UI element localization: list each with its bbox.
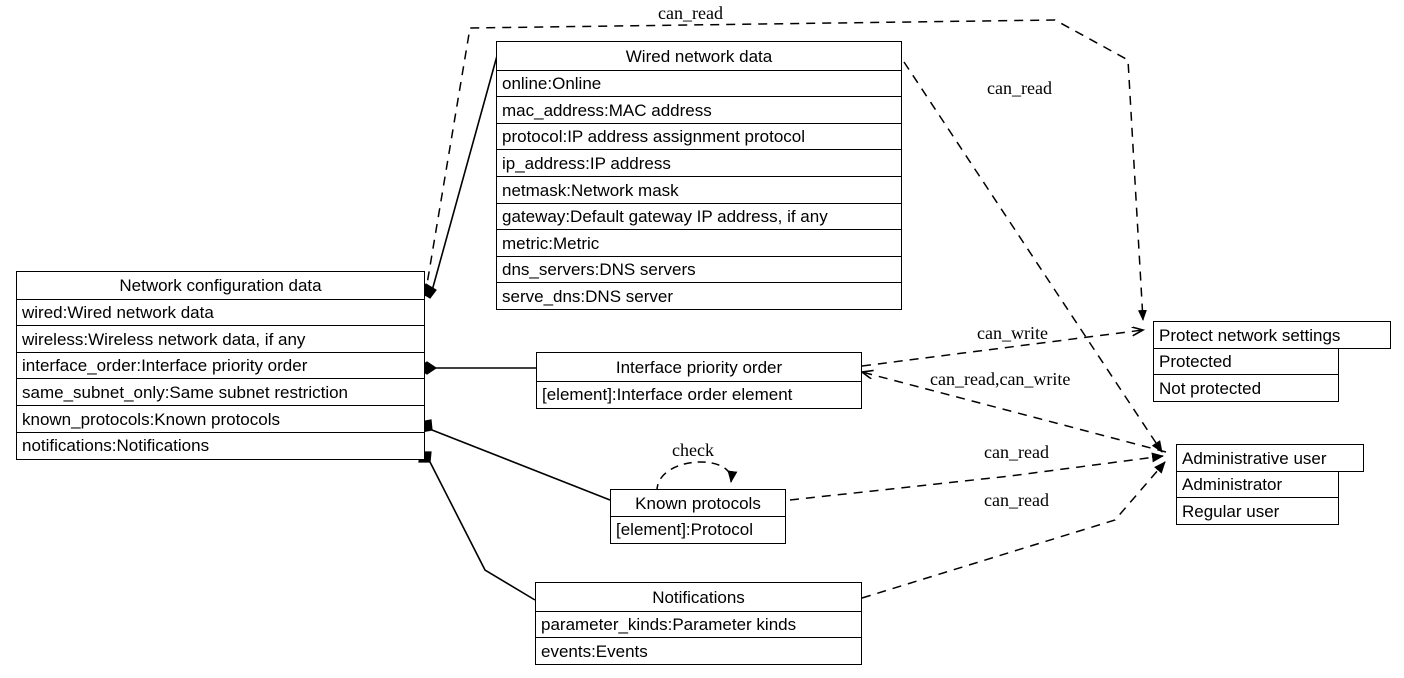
edge-composition-known-protocols [419, 419, 611, 501]
class-attr-netmask: netmask:Network mask [496, 176, 902, 205]
class-attr-events: events:Events [535, 637, 862, 666]
class-attr-interface-order-element: [element]:Interface order element [536, 380, 862, 409]
edge-label-can-read-upper-right: can_read [987, 78, 1052, 98]
edge-label-can-read-can-write: can_read,can_write [930, 369, 1071, 389]
class-box-protect-network-settings[interactable]: Protect network settings Protected Not p… [1153, 321, 1391, 403]
class-box-wired-network-data[interactable]: Wired network data online:Online mac_add… [496, 41, 902, 311]
edge-dependency-wired-to-admin [903, 61, 1163, 453]
edge-composition-notifications [418, 451, 536, 601]
edge-label-can-read-lower: can_read [984, 490, 1049, 510]
edge-composition-wired [419, 44, 501, 299]
class-title-interface-priority-order: Interface priority order [536, 352, 862, 382]
class-box-administrative-user[interactable]: Administrative user Administrator Regula… [1176, 444, 1364, 526]
class-attr-mac-address: mac_address:MAC address [496, 96, 902, 125]
class-attr-serve-dns: serve_dns:DNS server [496, 282, 902, 311]
class-attr-not-protected: Not protected [1153, 374, 1339, 403]
edge-dependency-notifications-to-admin [861, 461, 1166, 599]
edge-composition-interface-order [416, 361, 536, 375]
class-attr-notifications: notifications:Notifications [16, 431, 425, 460]
class-title-administrative-user: Administrative user [1176, 444, 1364, 472]
edge-label-can-write: can_write [977, 323, 1048, 343]
class-attr-interface-order: interface_order:Interface priority order [16, 351, 425, 380]
class-attr-metric: metric:Metric [496, 229, 902, 258]
class-box-notifications[interactable]: Notifications parameter_kinds:Parameter … [535, 582, 862, 666]
class-title-protect-network-settings: Protect network settings [1153, 321, 1391, 349]
class-attr-protected: Protected [1153, 347, 1339, 376]
class-box-known-protocols[interactable]: Known protocols [element]:Protocol [610, 489, 786, 544]
edge-selfloop-check [656, 461, 738, 493]
class-attr-ip-address: ip_address:IP address [496, 149, 902, 178]
class-attr-protocol: protocol:IP address assignment protocol [496, 122, 902, 151]
class-attr-known-protocols: known_protocols:Known protocols [16, 405, 425, 434]
edge-label-check: check [672, 440, 714, 460]
class-attr-same-subnet-only: same_subnet_only:Same subnet restriction [16, 378, 425, 407]
class-attr-wired: wired:Wired network data [16, 298, 425, 327]
edge-dependency-protocols-to-admin [789, 452, 1164, 501]
class-box-network-configuration-data[interactable]: Network configuration data wired:Wired n… [16, 271, 425, 460]
class-attr-dns-servers: dns_servers:DNS servers [496, 255, 902, 284]
class-title-wired-network-data: Wired network data [496, 41, 902, 71]
class-box-interface-priority-order[interactable]: Interface priority order [element]:Inter… [536, 352, 862, 409]
class-title-known-protocols: Known protocols [610, 489, 786, 517]
edge-label-can-read-middle: can_read [984, 442, 1049, 462]
class-title-notifications: Notifications [535, 582, 862, 612]
class-attr-administrator: Administrator [1176, 470, 1339, 499]
class-attr-parameter-kinds: parameter_kinds:Parameter kinds [535, 610, 862, 639]
class-title-network-configuration-data: Network configuration data [16, 271, 425, 300]
class-attr-online: online:Online [496, 69, 902, 98]
edge-label-can-read-top: can_read [658, 3, 723, 23]
class-attr-wireless: wireless:Wireless network data, if any [16, 325, 425, 354]
class-attr-gateway: gateway:Default gateway IP address, if a… [496, 202, 902, 231]
class-attr-regular-user: Regular user [1176, 497, 1339, 526]
class-attr-protocol-element: [element]:Protocol [610, 515, 786, 544]
